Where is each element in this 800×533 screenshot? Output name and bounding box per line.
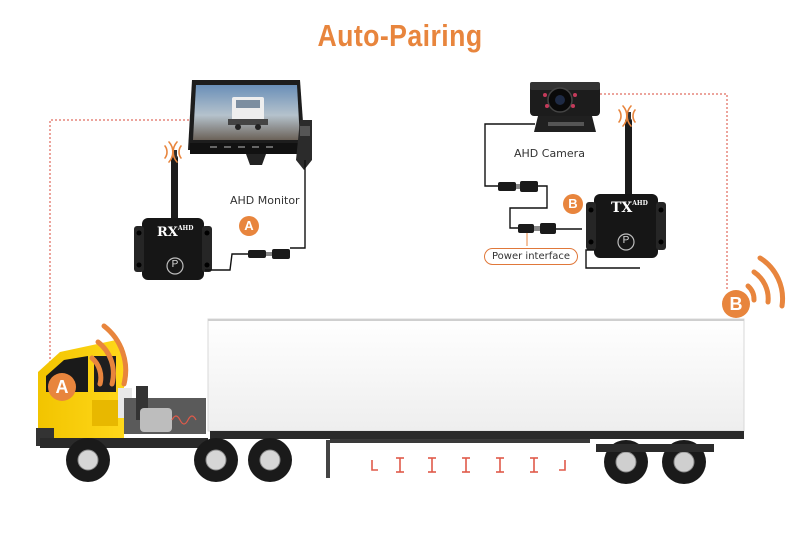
ahd-camera-label: AHD Camera [514, 147, 585, 160]
tx-bottom-cable [585, 249, 640, 269]
monitor-cable [290, 160, 306, 249]
rx-connector [248, 249, 290, 259]
tx-brand-text: TXAHD [611, 200, 648, 216]
rx-cable [205, 253, 248, 271]
pairing-button-icon: P [171, 259, 179, 270]
cab-wheels [66, 438, 292, 482]
ahd-monitor-label: AHD Monitor [230, 194, 300, 207]
badge-b-small: B [563, 194, 583, 214]
power-interface-label: Power interface [484, 248, 579, 265]
ahd-camera [530, 82, 600, 132]
wifi-signal-icon [618, 105, 636, 127]
truck [36, 318, 745, 484]
page-title: Auto-Pairing [317, 18, 483, 53]
rx-brand-text: RXAHD [157, 225, 193, 240]
trailer-wheels [596, 440, 714, 484]
signal-waves-a [89, 323, 129, 387]
signal-waves-b [745, 255, 786, 309]
camera-connector [498, 181, 538, 192]
trailer-box [207, 318, 745, 432]
pairing-line-b [600, 93, 728, 290]
camera-cable [484, 123, 535, 187]
tx-brand: TX [611, 200, 633, 216]
side-guard [371, 457, 566, 473]
rx-sub: AHD [177, 225, 194, 232]
tx-cable [509, 185, 548, 229]
truck-cab [36, 340, 208, 448]
power-connector [518, 223, 556, 234]
rx-receiver [134, 150, 212, 280]
rx-brand: RX [157, 225, 178, 240]
pairing-button-icon: P [622, 235, 630, 246]
pairing-line-a [49, 119, 196, 375]
wifi-signal-icon [164, 141, 182, 163]
badge-a-small: A [239, 216, 259, 236]
tx-sub: AHD [632, 200, 648, 207]
ahd-monitor [188, 80, 312, 170]
badge-a-large: A [48, 373, 76, 401]
tx-transmitter [586, 112, 666, 258]
badge-b-large: B [722, 290, 750, 318]
